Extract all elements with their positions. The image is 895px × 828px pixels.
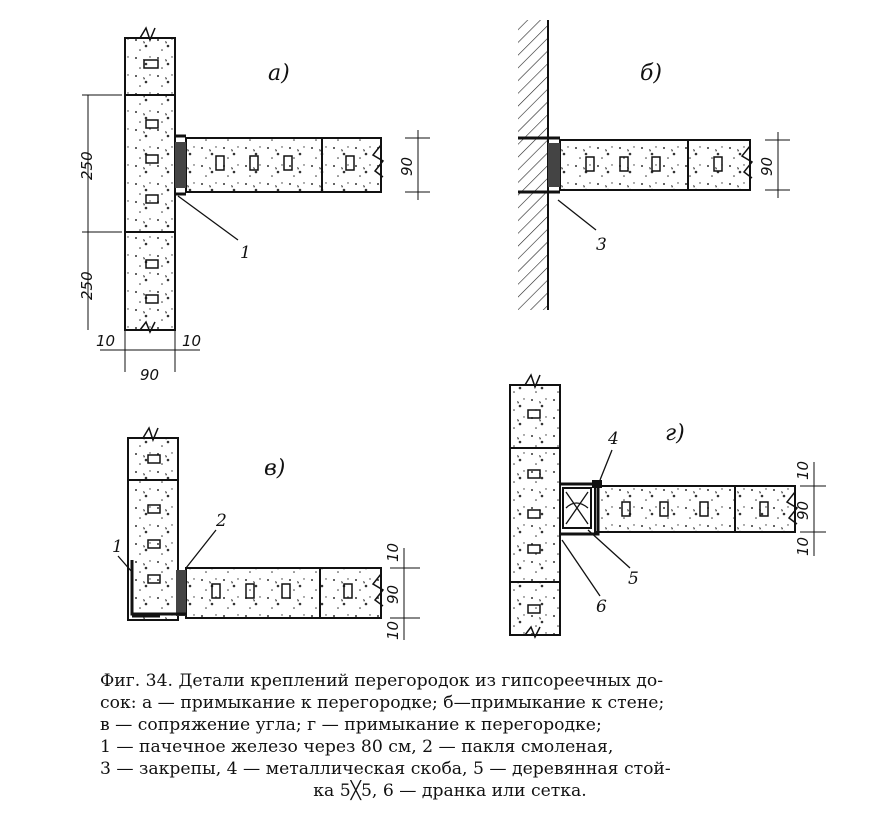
dim-250-a-upper: 250 — [78, 151, 96, 180]
caption-line-5: 3 — закрепы, 4 — металлическая скоба, 5 … — [100, 759, 671, 779]
caption-line-3: в — сопряжение угла; г — примыкание к пе… — [100, 715, 602, 735]
tow-packing-v — [176, 570, 186, 616]
caption-line-6: ка 5╳5, 6 — дранка или сетка. — [313, 781, 587, 801]
dim-10-a-left: 10 — [96, 332, 115, 350]
label-b: б) — [640, 61, 662, 86]
label-a: а) — [268, 61, 290, 86]
dim-90-v: 90 — [384, 585, 402, 604]
figure-caption: Фиг. 34. Детали креплений перегородок из… — [100, 670, 800, 802]
caption-line-1: Фиг. 34. Детали креплений перегородок из… — [100, 671, 664, 691]
dim-10-g-bottom: 10 — [794, 537, 812, 556]
callout-4: 4 — [607, 429, 619, 449]
callout-5: 5 — [628, 569, 639, 589]
detail-b: 3 б) 90 — [518, 20, 790, 310]
label-g: г) — [665, 421, 685, 446]
dim-10-v-bottom: 10 — [384, 621, 402, 640]
dim-10-v-top: 10 — [384, 543, 402, 562]
vertical-partition-a — [124, 37, 176, 331]
horizontal-partition-g — [594, 485, 796, 533]
detail-a: 1 а) 90 250 250 10 10 90 — [78, 26, 430, 384]
detail-v: 1 2 в) 10 90 10 — [112, 426, 420, 640]
dim-90-g: 90 — [794, 501, 812, 520]
detail-g: 4 5 6 г) 10 90 10 — [509, 373, 826, 639]
dim-90-a-bottom: 90 — [140, 366, 159, 384]
callout-2: 2 — [215, 511, 227, 531]
dim-10-a-right: 10 — [182, 332, 201, 350]
caption-line-2: сок: а — примыкание к перегородке; б—при… — [100, 693, 665, 713]
tow-packing-b — [548, 143, 560, 187]
dim-250-a-lower: 250 — [78, 271, 96, 300]
callout-3: 3 — [596, 235, 607, 255]
tow-packing-a — [175, 142, 186, 188]
construction-drawing: 1 а) 90 250 250 10 10 90 — [78, 20, 826, 640]
callout-1-a: 1 — [240, 243, 251, 263]
horizontal-partition-b — [559, 139, 751, 191]
dim-90-b: 90 — [758, 157, 776, 176]
dim-90-a: 90 — [398, 157, 416, 176]
label-v: в) — [264, 456, 285, 481]
masonry-wall-b — [518, 20, 548, 310]
callout-1-v: 1 — [112, 537, 123, 557]
vertical-partition-v — [127, 437, 179, 621]
callout-6: 6 — [596, 597, 607, 617]
dim-10-g-top: 10 — [794, 461, 812, 480]
caption-line-4: 1 — пачечное железо через 80 см, 2 — пак… — [100, 737, 614, 757]
